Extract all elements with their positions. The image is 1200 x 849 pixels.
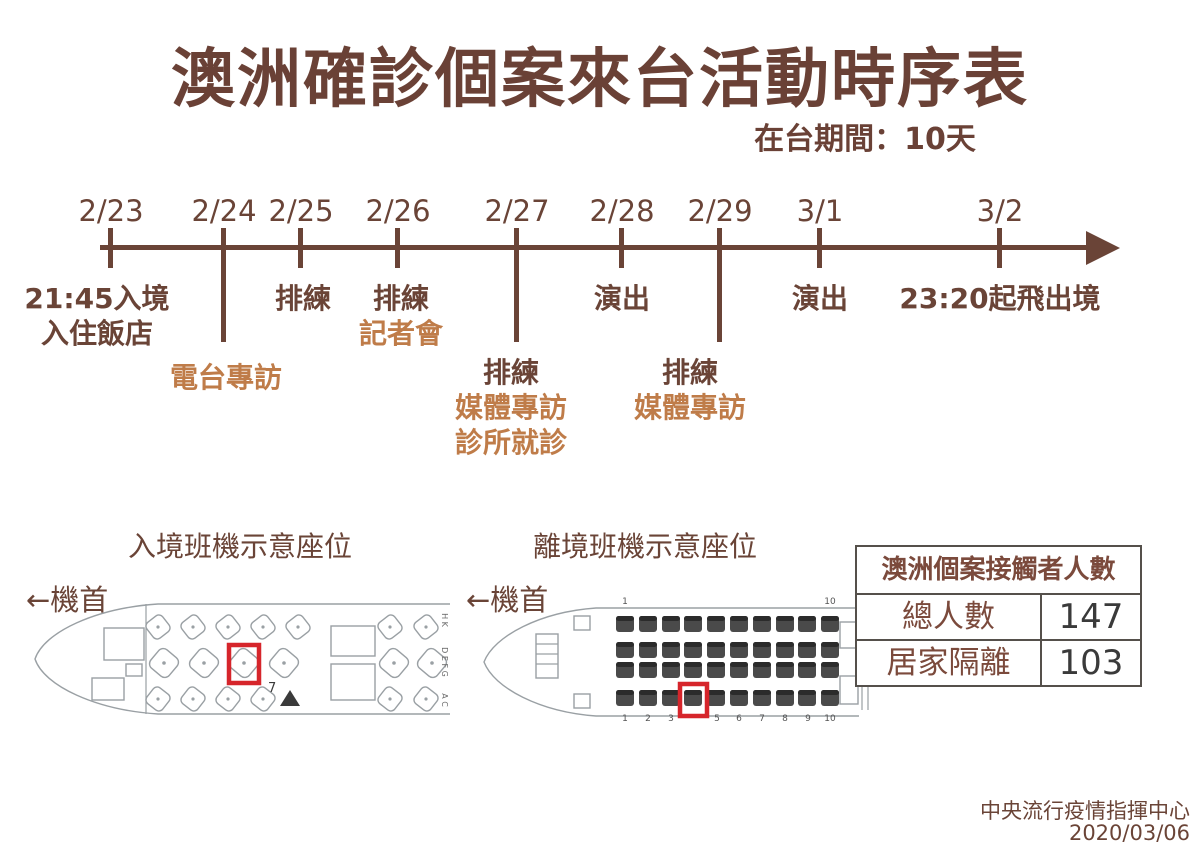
timeline-date-label: 2/25 (268, 194, 334, 228)
timeline-event: 演出 (690, 281, 950, 316)
footer-date: 2020/03/06 (1068, 821, 1190, 845)
contacts-table-header: 澳洲個案接觸者人數 (857, 547, 1140, 595)
row-number: 1 (622, 714, 628, 722)
table-row: 居家隔離 103 (857, 639, 1140, 685)
outbound-highlight-box (677, 681, 710, 719)
event-line: 媒體專訪 (633, 391, 746, 424)
timeline-date-label: 3/1 (796, 194, 844, 228)
row-number: 1 (622, 597, 628, 607)
timeline-event: 排練 (173, 281, 433, 316)
row-number: 10 (824, 714, 836, 722)
outbound-nose-label: ←機首 (466, 583, 549, 617)
timeline-date-label: 2/29 (687, 194, 753, 228)
event-line: 排練 (274, 282, 331, 315)
timeline-event: 23:20起飛出境 (870, 281, 1130, 316)
event-line: 排練 (372, 282, 429, 315)
inbound-seatmap: 7 H K D E F G A C (34, 603, 450, 715)
column-letters-bottom: A C (440, 693, 449, 707)
row-number: 10 (824, 597, 836, 607)
page-subtitle: 在台期間：10天 (754, 122, 976, 157)
column-letters-middle: D E F G (440, 647, 449, 677)
timeline-date-label: 2/28 (589, 194, 655, 228)
inbound-map-title: 入境班機示意座位 (127, 530, 352, 563)
outbound-seatmap: 1 10 1 2 3 5 (483, 597, 869, 722)
page-title: 澳洲確診個案來台活動時序表 (171, 43, 1029, 117)
footer: 中央流行疫情指揮中心 2020/03/06 (790, 800, 1190, 844)
row-label: 居家隔離 (857, 641, 1042, 685)
footer-org: 中央流行疫情指揮中心 (980, 799, 1190, 823)
event-line: 記者會 (358, 317, 443, 350)
row-number: 6 (736, 714, 742, 722)
row-number: 2 (645, 714, 651, 722)
row-value: 147 (1058, 597, 1124, 637)
galley-monuments (91, 604, 376, 714)
event-line: 電台專訪 (169, 361, 282, 394)
tick-3-2 (997, 228, 1002, 268)
row-numbers-top: 1 10 (622, 597, 836, 607)
event-line: 演出 (791, 282, 848, 315)
tick-3-1 (817, 228, 822, 268)
event-line: 23:20起飛出境 (899, 282, 1101, 315)
timeline-date-label: 2/24 (191, 194, 257, 228)
tick-2-27 (514, 228, 519, 342)
tick-2-23 (108, 228, 113, 268)
inbound-nose-label: ←機首 (26, 583, 109, 617)
event-line: 演出 (593, 282, 650, 315)
timeline-axis (100, 245, 1090, 250)
row-label: 總人數 (857, 595, 1042, 639)
timeline-event: 21:45入境 入住飯店 (0, 281, 227, 351)
tick-2-26 (395, 228, 400, 268)
event-line: 21:45入境 (24, 282, 170, 315)
event-line: 排練 (661, 356, 718, 389)
timeline-date-label: 2/26 (365, 194, 431, 228)
event-line: 排練 (482, 356, 539, 389)
tick-2-24 (221, 228, 226, 342)
timeline-event: 排練 媒體專訪 (560, 355, 820, 425)
row-value: 103 (1058, 643, 1124, 683)
timeline-event: 電台專訪 (96, 360, 356, 395)
timeline-arrowhead-icon (1086, 231, 1120, 265)
row-number: 8 (782, 714, 788, 722)
timeline-date-label: 3/2 (976, 194, 1024, 228)
timeline-event: 排練 媒體專訪 診所就診 (381, 355, 641, 460)
tick-2-28 (619, 228, 624, 268)
contacts-table: 澳洲個案接觸者人數 總人數 147 居家隔離 103 (855, 545, 1142, 687)
row-number: 7 (759, 714, 765, 722)
event-line: 媒體專訪 (454, 391, 567, 424)
timeline-event: 演出 (492, 281, 752, 316)
timeline-event: 排練 記者會 (271, 281, 531, 351)
timeline-date-label: 2/27 (484, 194, 550, 228)
inbound-highlight-label: 7 (268, 681, 276, 696)
row-number: 5 (714, 714, 720, 722)
column-letters-top: H K (440, 613, 449, 628)
exit-triangle-icon (280, 690, 300, 706)
row-numbers-bottom: 1 2 3 5 6 7 8 9 10 (622, 714, 836, 722)
timeline-date-label: 2/23 (78, 194, 144, 228)
tick-2-29 (717, 228, 722, 342)
outbound-map-title: 離境班機示意座位 (532, 530, 757, 563)
row-number: 3 (668, 714, 674, 722)
row-number: 9 (805, 714, 811, 722)
seat-column-letters: H K D E F G A C (440, 613, 449, 707)
table-row: 總人數 147 (857, 595, 1140, 639)
event-line: 入住飯店 (40, 317, 153, 350)
tick-2-25 (298, 228, 303, 268)
event-line: 診所就診 (454, 426, 567, 459)
galley-monuments (535, 615, 869, 710)
inbound-highlight-box (226, 642, 262, 686)
